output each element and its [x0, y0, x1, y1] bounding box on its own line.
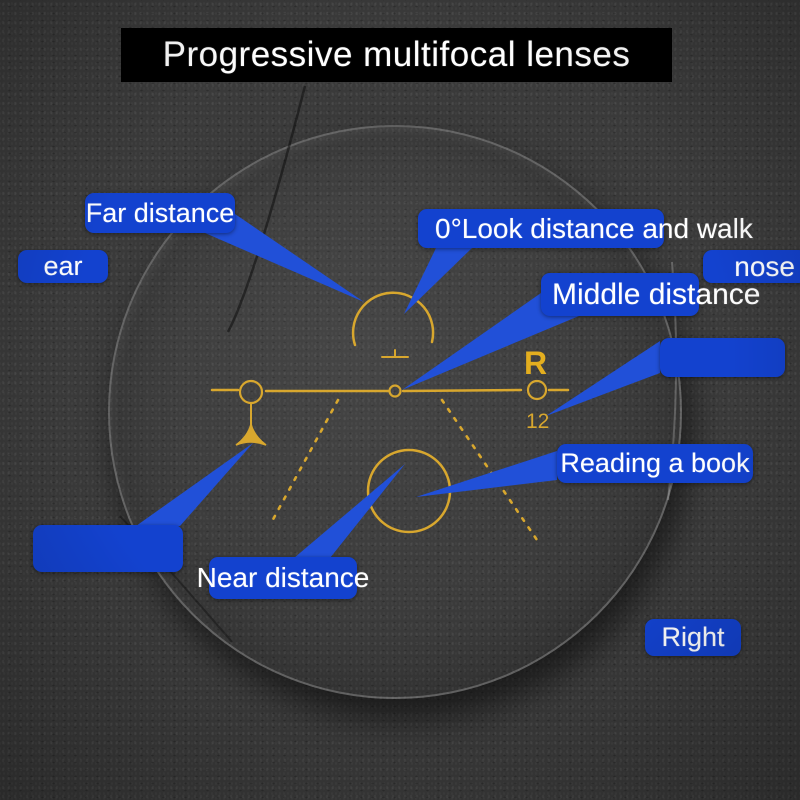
page-title: Progressive multifocal lenses: [162, 35, 631, 74]
title-bar: Progressive multifocal lenses: [121, 28, 672, 82]
pointer-middle-distance: [402, 293, 579, 390]
pointer-near-distance: [294, 464, 405, 558]
label-right-side-text: Right: [661, 622, 725, 652]
label-near-distance: Near distance: [197, 557, 369, 599]
label-look-distance-walk: 0°Look distance and walk: [418, 209, 753, 248]
label-right-side: Right: [645, 619, 741, 656]
label-middle-distance: Middle distance: [541, 273, 760, 316]
corridor-dashed-left: [268, 398, 340, 527]
label-look-distance-walk-text: 0°Look distance and walk: [435, 212, 753, 244]
label-middle-distance-text: Middle distance: [552, 277, 761, 311]
label-blank-left: [33, 525, 183, 572]
label-ear-text: ear: [43, 251, 83, 281]
prism-reference-dot: [388, 384, 402, 398]
pointer-blank-left: [136, 443, 253, 526]
label-far-distance-text: Far distance: [85, 197, 235, 228]
right-eye-letter: R: [524, 345, 547, 381]
far-zone-arc: [351, 291, 435, 347]
corridor-number: 12: [526, 410, 549, 433]
trident-marker: [235, 423, 267, 446]
left-engraving-circle: [238, 379, 264, 405]
label-blank-right: [660, 338, 785, 377]
label-near-distance-text: Near distance: [196, 562, 370, 593]
label-far-distance: Far distance: [85, 193, 235, 233]
label-nose: nose: [703, 250, 800, 283]
lens-engravings: [210, 291, 570, 542]
pointer-reading-book: [416, 451, 557, 497]
label-reading-a-book: Reading a book: [557, 444, 753, 483]
pointer-look-walk: [404, 248, 472, 314]
right-engraving-circle: [526, 379, 548, 401]
background-scratches: [119, 85, 678, 643]
pointer-arrows: [136, 214, 660, 558]
label-nose-text: nose: [734, 250, 795, 282]
pointer-far-distance: [205, 214, 364, 302]
label-ear: ear: [18, 250, 108, 283]
pointer-blank-right: [546, 341, 660, 416]
fitting-cross-marker: [381, 349, 409, 358]
label-reading-a-book-text: Reading a book: [560, 448, 750, 478]
axis-line-right: [401, 388, 523, 393]
